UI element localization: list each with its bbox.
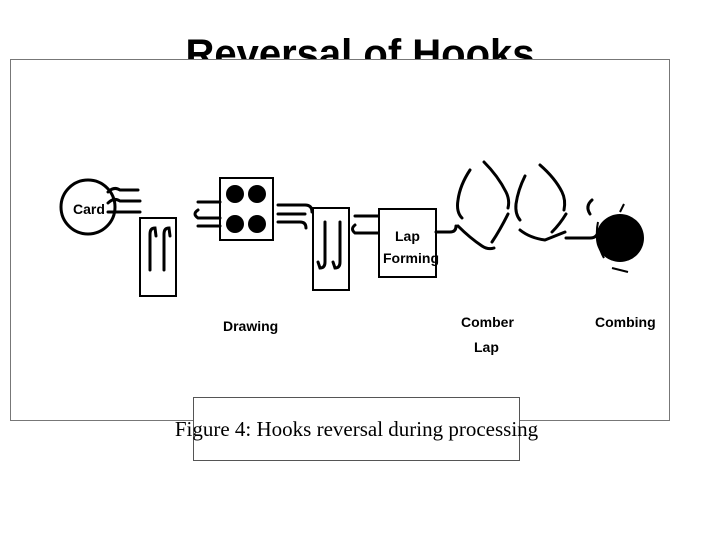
can-trailing-hooks xyxy=(139,217,177,297)
lap-forming-label-line2: Forming xyxy=(383,250,439,266)
drawing-box xyxy=(219,177,274,241)
card-output-hooks xyxy=(106,186,142,214)
trailing-hooks xyxy=(148,226,172,272)
drawing-output-hooks xyxy=(276,203,314,230)
roller xyxy=(226,215,244,233)
card-label: Card xyxy=(73,201,105,217)
drawing-label: Drawing xyxy=(223,318,278,334)
lap-forming-box xyxy=(378,208,437,278)
comber-lap-hooks xyxy=(456,160,568,251)
card-circle xyxy=(59,178,117,236)
comber-lap-label-line1: Comber xyxy=(461,314,514,330)
combing-label: Combing xyxy=(595,314,656,330)
roller xyxy=(248,185,266,203)
lap-forming-label-line1: Lap xyxy=(395,228,420,244)
comber-lap-label-line2: Lap xyxy=(474,339,499,355)
lap-forming-output-hooks xyxy=(434,224,458,234)
figure-caption-box: Figure 4: Hooks reversal during processi… xyxy=(175,397,538,461)
lap-forming-input-hooks xyxy=(351,214,380,235)
combing-input-hooks xyxy=(564,198,600,240)
combing-ball xyxy=(595,203,644,273)
slide-title: Reversal of Hooks xyxy=(185,32,535,62)
drawing-input-hooks xyxy=(193,200,222,228)
roller xyxy=(248,215,266,233)
leading-hooks xyxy=(316,220,342,270)
roller xyxy=(226,185,244,203)
figure-caption: Figure 4: Hooks reversal during processi… xyxy=(174,416,539,441)
can-leading-hooks xyxy=(312,207,350,291)
drawing-rollers xyxy=(226,185,266,233)
